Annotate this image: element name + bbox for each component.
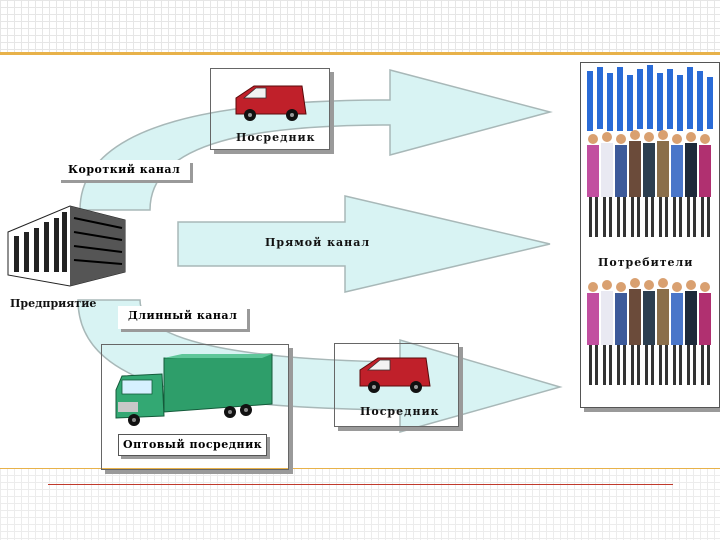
van-icon-bottom	[359, 357, 431, 393]
intermediary-box-top	[210, 68, 330, 150]
crowd-silhouettes-icon	[587, 65, 713, 237]
intermediary-label-bottom: Посредник	[360, 405, 440, 418]
intermediary-box-bottom	[334, 343, 459, 427]
footer-divider	[0, 468, 720, 469]
footer-red-rule	[48, 484, 673, 485]
short-channel-label: Короткий канал	[58, 160, 191, 180]
direct-channel-label: Прямой канал	[265, 236, 371, 249]
long-channel-arc	[77, 299, 563, 433]
consumers-label: Потребители	[596, 256, 696, 269]
long-channel-label: Длинный канал	[118, 306, 248, 329]
consumers-illustration	[587, 65, 713, 385]
truck-icon	[115, 353, 273, 426]
wholesale-box	[101, 344, 289, 470]
intermediary-label-top: Посредник	[236, 131, 316, 144]
wholesale-intermediary-label: Оптовый посредник	[118, 434, 268, 456]
enterprise-building-icon	[7, 205, 126, 287]
grid-header-band	[0, 0, 720, 52]
header-divider	[0, 52, 720, 55]
direct-channel-arrow	[177, 195, 551, 293]
crowd-group-bottom-icon	[587, 278, 711, 385]
enterprise-label: Предприятие	[10, 297, 97, 310]
consumers-panel	[580, 62, 720, 408]
van-icon-top	[235, 85, 307, 121]
short-channel-arc	[79, 69, 553, 211]
grid-footer-band	[0, 468, 720, 540]
